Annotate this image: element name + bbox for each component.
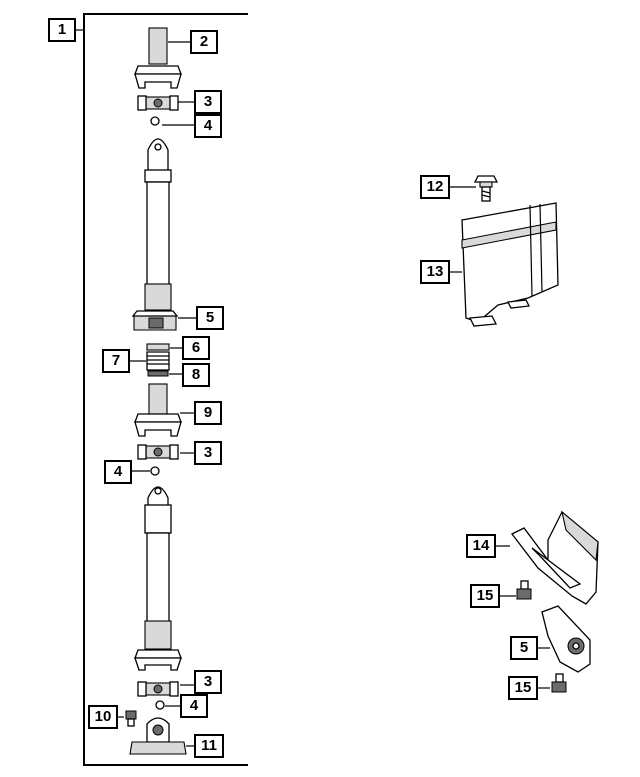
callout-14: 14	[466, 534, 496, 558]
spacer-6	[146, 343, 170, 351]
boot-7	[146, 351, 170, 371]
flange-yoke-11	[129, 717, 187, 755]
callout-9: 9	[194, 401, 222, 425]
slip-yoke-stub-shaft	[134, 27, 182, 89]
callout-5-shaft: 5	[196, 306, 224, 330]
snap-ring-upper	[150, 116, 160, 126]
callout-4-middle: 4	[104, 460, 132, 484]
callout-3-middle: 3	[194, 441, 222, 465]
heat-shield-13	[461, 202, 559, 327]
callout-3-upper: 3	[194, 90, 222, 114]
rear-shaft-tube	[134, 486, 182, 671]
center-bearing	[131, 310, 179, 331]
callout-4-lower: 4	[180, 694, 208, 718]
bolt-15-upper	[516, 580, 532, 600]
callout-2: 2	[190, 30, 218, 54]
callout-13: 13	[420, 260, 450, 284]
assembly-bracket	[83, 13, 248, 766]
callout-8: 8	[182, 363, 210, 387]
snap-ring-lower	[155, 700, 165, 710]
clamp-8	[147, 370, 169, 377]
callout-5-mount: 5	[510, 636, 538, 660]
callout-10: 10	[88, 705, 118, 729]
crossmember-bracket-14	[511, 510, 599, 605]
center-bearing-mount-5	[541, 605, 591, 673]
callout-4-upper: 4	[194, 114, 222, 138]
callout-7: 7	[102, 349, 130, 373]
bolt-15-lower	[551, 673, 567, 693]
callout-11: 11	[194, 734, 224, 758]
front-shaft-tube	[144, 138, 172, 311]
yoke-9	[134, 383, 182, 437]
callout-12: 12	[420, 175, 450, 199]
callout-15-lower: 15	[508, 676, 538, 700]
callout-6: 6	[182, 336, 210, 360]
bolt-12	[473, 175, 499, 202]
bolt-10	[125, 710, 137, 727]
universal-joint-lower	[137, 681, 179, 697]
universal-joint-middle	[137, 444, 179, 460]
callout-3-lower: 3	[194, 670, 222, 694]
callout-1: 1	[48, 18, 76, 42]
snap-ring-middle	[150, 466, 160, 476]
callout-15-upper: 15	[470, 584, 500, 608]
universal-joint-upper	[137, 95, 179, 111]
